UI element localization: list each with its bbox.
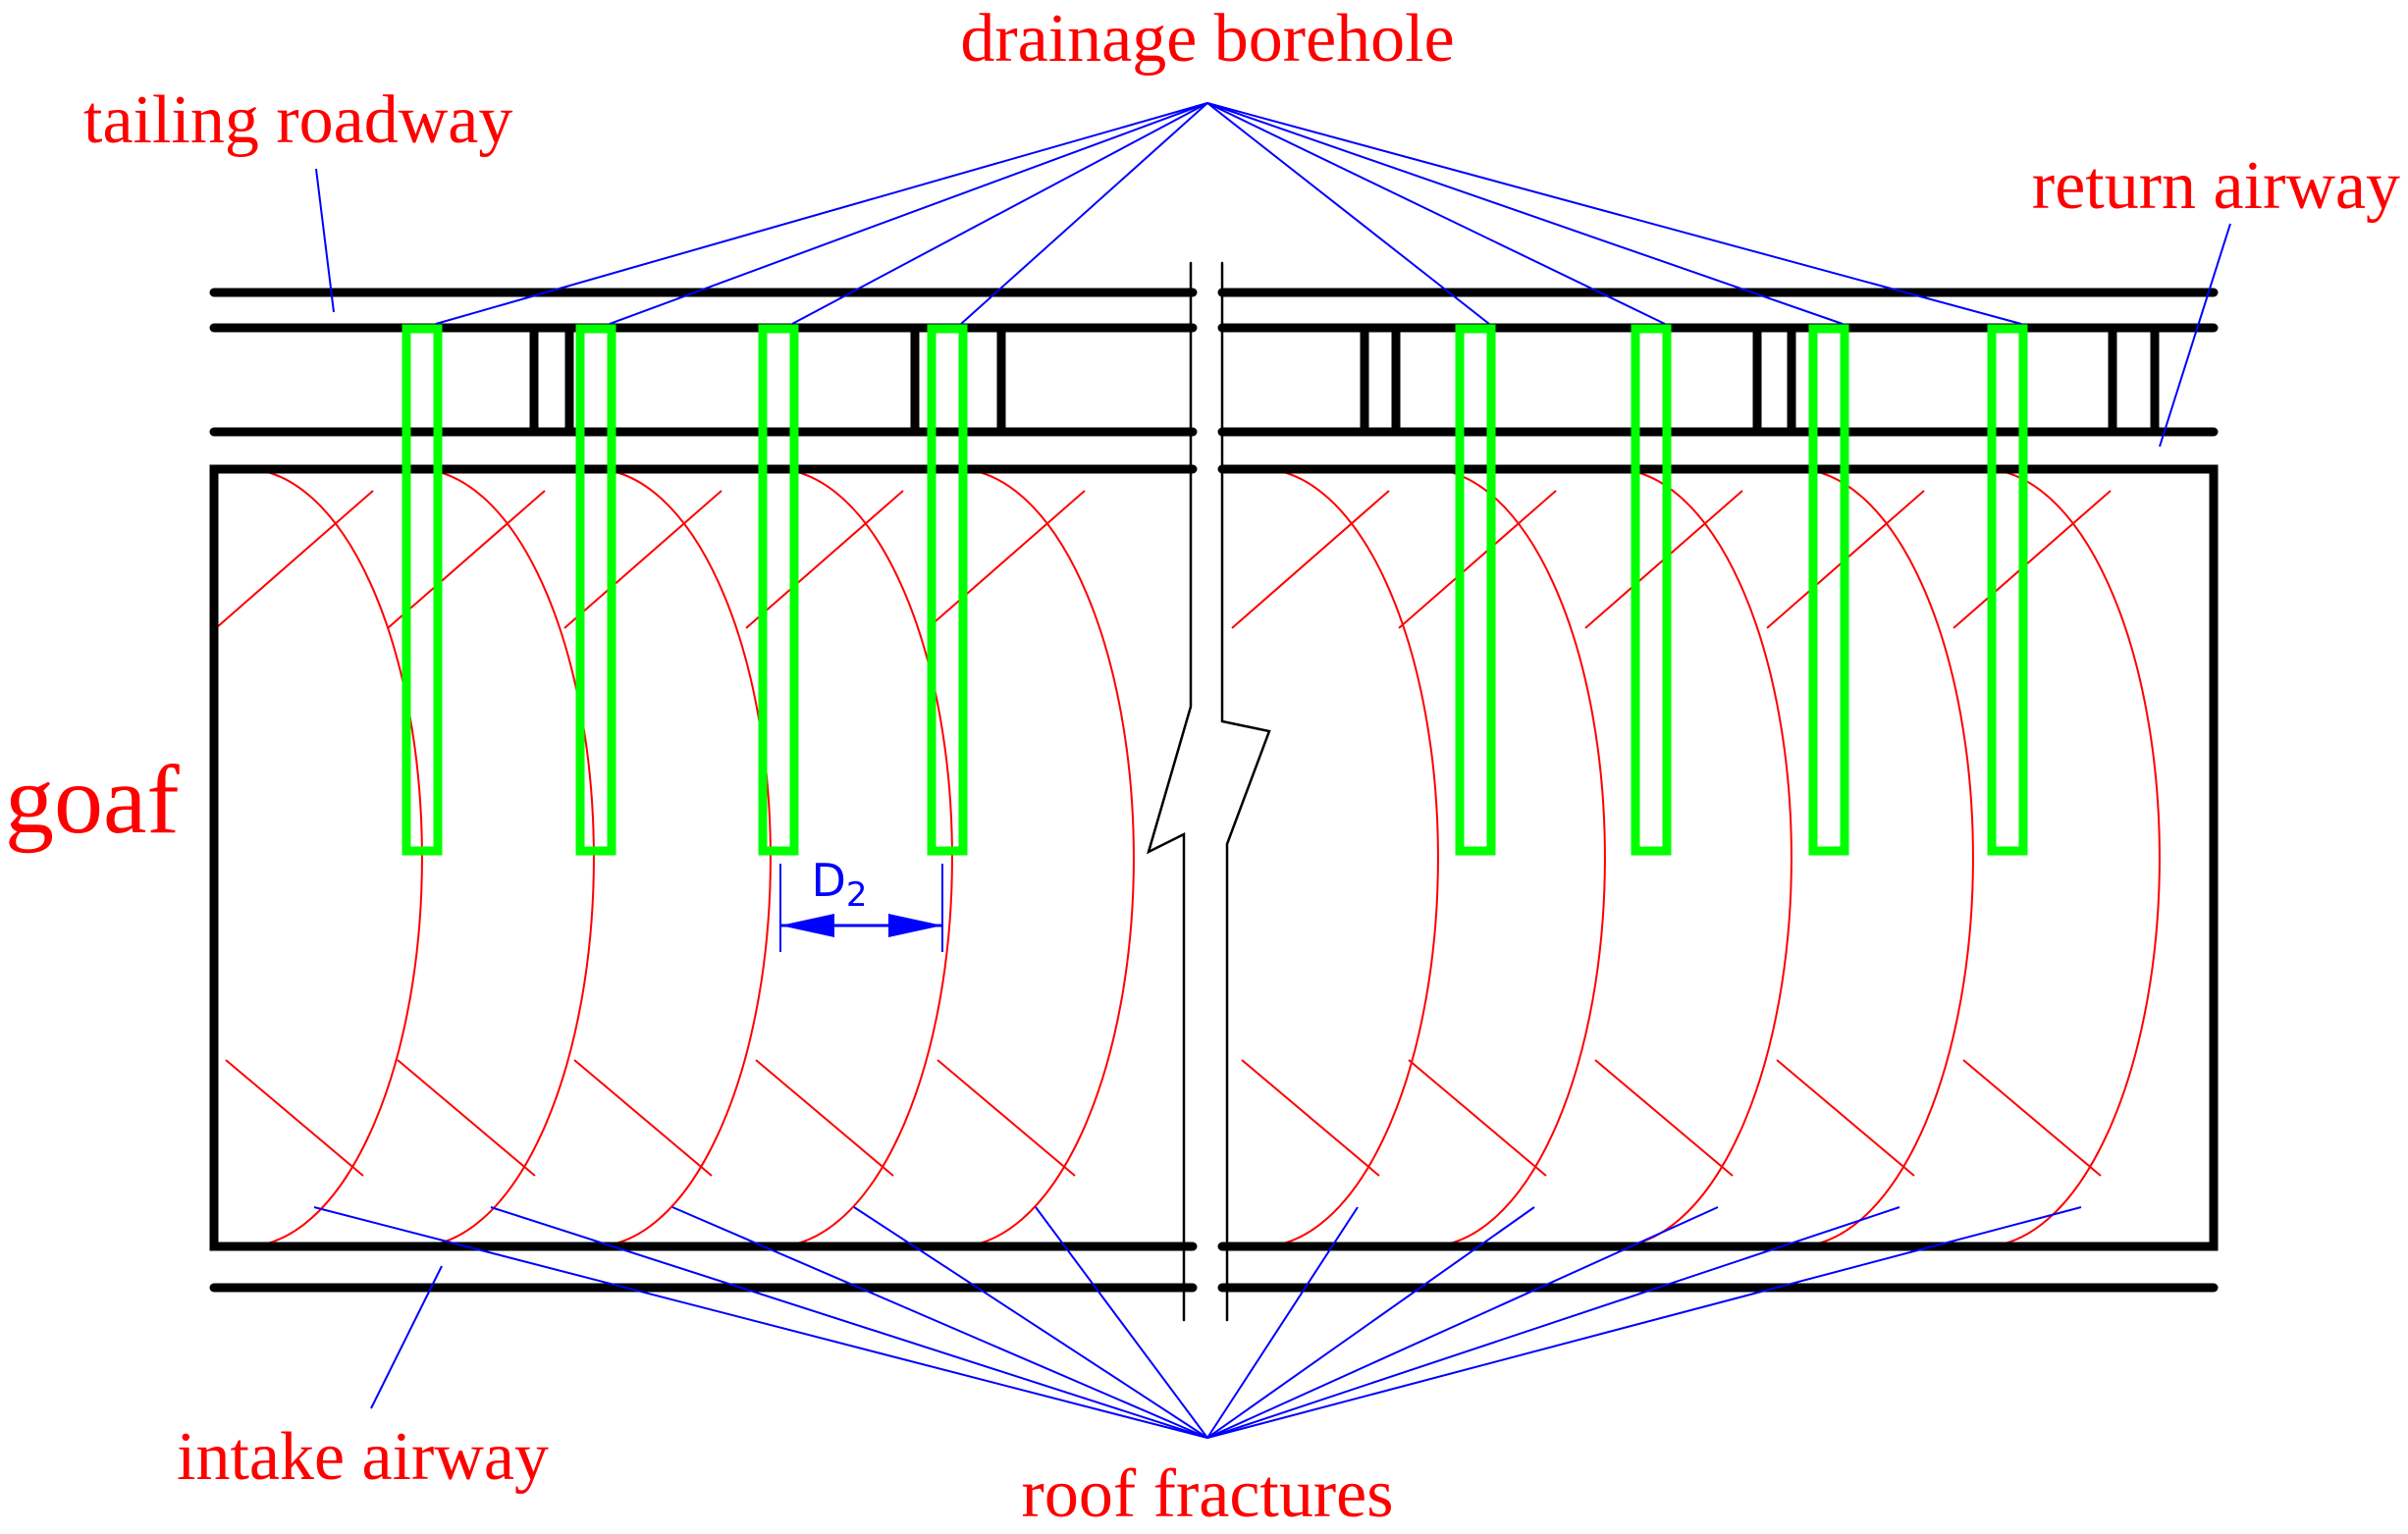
drainage-borehole — [1455, 324, 1496, 856]
roof-fracture-zone — [563, 469, 772, 1246]
roof-fracture-line — [397, 1059, 536, 1177]
coal-pillar-block — [564, 323, 920, 437]
break-line-left — [1147, 261, 1193, 1322]
leader-line-fracture — [490, 1206, 1208, 1439]
roof-fracture-line — [927, 490, 1086, 629]
roof-fracture-arc — [1614, 469, 1793, 1246]
label-intake-airway: intake airway — [177, 1419, 549, 1495]
coal-pillar-block — [996, 323, 1191, 437]
leader-line-tailing-roadway — [315, 168, 335, 313]
roof-fracture-zone — [1953, 469, 2161, 1246]
leader-line-fracture — [671, 1206, 1208, 1439]
roof-fracture-zone — [1231, 469, 1439, 1246]
roof-fracture-line — [1594, 1059, 1734, 1177]
roof-fracture-line — [1398, 490, 1557, 629]
drainage-borehole — [401, 324, 443, 856]
roof-fracture-zone — [745, 469, 953, 1246]
roof-fracture-line — [573, 1059, 713, 1177]
leader-line-borehole — [1206, 102, 1490, 325]
leader-line-borehole — [1206, 102, 2022, 325]
roof-fracture-line — [563, 490, 722, 629]
leader-line-borehole — [1206, 102, 1666, 325]
drainage-boreholes — [401, 324, 2028, 856]
roof-fracture-line — [387, 490, 546, 629]
leader-line-fracture — [1206, 1206, 1719, 1439]
roof-fracture-arc — [593, 469, 772, 1246]
leader-line-borehole — [960, 102, 1208, 325]
drainage-borehole — [927, 324, 968, 856]
roof-fracture-line — [1241, 1059, 1380, 1177]
dimension-d2: D2 — [779, 854, 943, 952]
roof-fracture-zone — [215, 469, 423, 1246]
roof-fracture-line — [755, 1059, 894, 1177]
goaf-boundary-right — [1217, 464, 2219, 1251]
roof-fracture-zone — [927, 469, 1135, 1246]
leader-line-fracture — [1035, 1206, 1208, 1439]
leader-line-borehole — [435, 102, 1208, 325]
dimension-arrow-left — [780, 914, 834, 937]
roof-fracture-arc — [1260, 469, 1439, 1246]
label-goaf: goaf — [5, 745, 180, 854]
drainage-borehole — [1987, 324, 2028, 856]
roof-fracture-line — [1776, 1059, 1915, 1177]
coal-pillar-block — [2150, 323, 2214, 437]
roof-fracture-arc — [1795, 469, 1974, 1246]
roof-fracture-line — [1408, 1059, 1547, 1177]
coal-pillar-block — [1222, 323, 1369, 437]
leader-line-fracture — [1206, 1206, 1900, 1439]
drainage-borehole — [1631, 324, 1672, 856]
roof-fracture-line — [936, 1059, 1076, 1177]
roof-fracture-line — [1231, 490, 1390, 629]
leader-line-fracture — [1206, 1206, 1359, 1439]
dimension-arrow-right — [888, 914, 942, 937]
leader-line-fracture — [313, 1206, 1208, 1439]
roof-fracture-zone — [1766, 469, 1974, 1246]
leader-lines — [313, 102, 2231, 1439]
break-line-right — [1220, 261, 1271, 1322]
roof-fracture-arc — [775, 469, 953, 1246]
leader-line-fracture — [1206, 1206, 2082, 1439]
roof-fracture-zone — [1398, 469, 1606, 1246]
drainage-borehole — [758, 324, 799, 856]
roof-fractures-group — [215, 469, 2161, 1246]
coal-pillar-block — [214, 323, 539, 437]
roof-fracture-line — [225, 1059, 364, 1177]
roof-fracture-line — [745, 490, 904, 629]
drainage-borehole — [1808, 324, 1849, 856]
goaf-boundary-left — [209, 464, 1198, 1251]
roof-fracture-line — [1953, 490, 2112, 629]
leader-line-borehole — [1206, 102, 1844, 325]
coal-pillar-block — [1391, 323, 1762, 437]
coal-pillar-block — [1787, 323, 2117, 437]
roof-fracture-zone — [387, 469, 595, 1246]
leader-line-return-airway — [2159, 223, 2231, 448]
roadway-structure — [209, 261, 2219, 1322]
roof-fracture-line — [1962, 1059, 2102, 1177]
leader-line-fracture — [1206, 1206, 1535, 1439]
leader-line-fracture — [853, 1206, 1208, 1439]
roof-fracture-arc — [1427, 469, 1606, 1246]
label-return-airway: return airway — [2032, 148, 2400, 224]
roof-fracture-arc — [416, 469, 595, 1246]
label-drainage-borehole: drainage borehole — [960, 1, 1454, 77]
leader-line-intake-airway — [370, 1265, 443, 1409]
label-roof-fractures: roof fractures — [1022, 1456, 1394, 1532]
roof-fracture-line — [215, 490, 374, 629]
drainage-borehole — [575, 324, 616, 856]
dimension-label: D2 — [811, 854, 867, 915]
leader-line-borehole — [609, 102, 1208, 325]
coal-pillar-blocks — [214, 323, 2214, 437]
leader-line-borehole — [791, 102, 1208, 325]
roof-fracture-arc — [956, 469, 1135, 1246]
roof-fracture-arc — [1982, 469, 2161, 1246]
roof-fracture-arc — [244, 469, 423, 1246]
roof-fracture-zone — [1584, 469, 1793, 1246]
label-tailing-roadway: tailing roadway — [83, 82, 512, 158]
